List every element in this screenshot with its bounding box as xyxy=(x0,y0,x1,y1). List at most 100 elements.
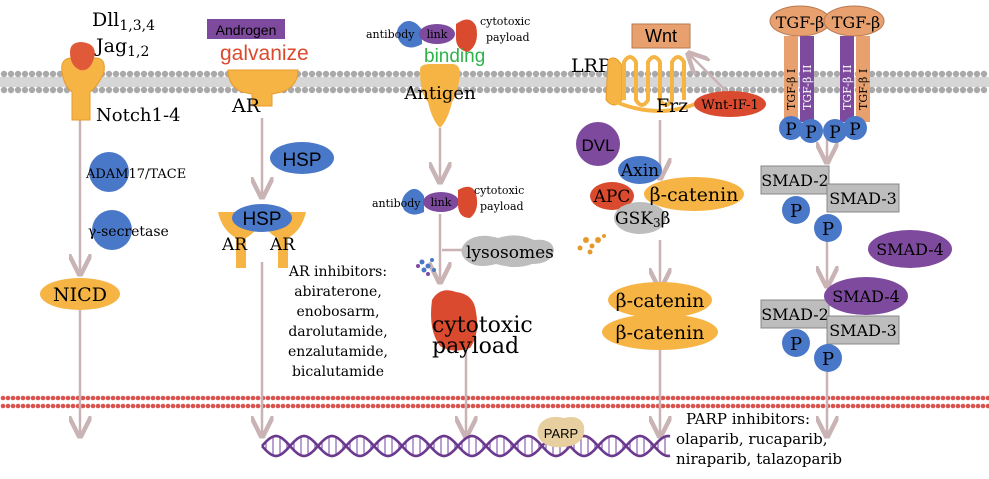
tgf-ligand-right-label: TGF-β xyxy=(832,13,881,32)
tgf-receptor-ii-right xyxy=(840,36,854,122)
ar-inhibitors-title: AR inhibitors: xyxy=(288,264,387,280)
payload-shape-top xyxy=(456,19,477,53)
smad3-phosphate-nuclear xyxy=(814,344,842,372)
complex-catenin-label: β-catenin xyxy=(650,184,739,206)
svg-text:P: P xyxy=(805,123,816,143)
wnt-inhibitor-label: Wnt-IF-1 xyxy=(701,98,759,113)
released-payload-label-2: payload xyxy=(432,334,519,359)
smad4-node xyxy=(868,230,952,268)
wnt-inhibitor-arrow xyxy=(690,55,731,96)
frz-label: Frz xyxy=(656,95,688,117)
smad3-phosphate xyxy=(814,214,842,242)
catenin-label-2: β-catenin xyxy=(616,322,705,344)
wnt-inhibitor-node xyxy=(694,91,766,117)
parp-inhibitor-1: olaparib, rucaparib, xyxy=(676,430,827,448)
tgf-receptor-ii-right-label: TGF-β II xyxy=(841,64,854,110)
released-payload-shape xyxy=(431,290,478,351)
smad2-label: SMAD-2 xyxy=(761,171,829,190)
smad2-label-nuclear: SMAD-2 xyxy=(761,305,829,324)
galvanize-label: galvanize xyxy=(220,42,309,65)
antigen-label: Antigen xyxy=(403,83,476,104)
notch-ligand-shape xyxy=(70,42,95,71)
antibody-shape-top xyxy=(396,21,422,48)
parp-shape xyxy=(537,416,585,448)
androgen-box xyxy=(207,19,285,39)
hsp-complex-node xyxy=(232,204,292,232)
tgf-receptor-ii-left xyxy=(800,36,814,122)
link-node-top xyxy=(419,24,455,44)
ar-dimer-left-label: AR xyxy=(221,235,248,255)
gamma-secretase-enzyme xyxy=(92,210,132,250)
svg-text:P: P xyxy=(785,120,796,140)
smad3-label: SMAD-3 xyxy=(829,189,897,208)
smad4-label: SMAD-4 xyxy=(876,240,944,259)
frizzled-receptor xyxy=(622,55,686,107)
smad2-box xyxy=(760,165,830,195)
dna-helix xyxy=(261,434,671,458)
parp-section: PARP PARP inhibitors: olaparib, rucapari… xyxy=(537,410,842,468)
lrp-label: LRP xyxy=(571,55,611,77)
smad3-phosphate-label: P xyxy=(822,219,834,240)
catenin-node-2 xyxy=(602,314,718,350)
smad3-box-nuclear xyxy=(826,315,900,345)
parp-inhibitor-2: niraparib, talazoparib xyxy=(676,450,842,468)
tgf-pathway: TGF-β TGF-β TGF-β I TGF-β II TGF-β II TG… xyxy=(760,5,952,372)
antibody-shape-mid xyxy=(402,188,424,215)
payload-shape-mid xyxy=(458,186,478,218)
antigen-shape xyxy=(420,64,460,128)
link-label-mid: link xyxy=(431,196,452,209)
apc-label: APC xyxy=(593,187,631,207)
dvl-node xyxy=(576,122,620,166)
gsk3b-node xyxy=(614,202,666,234)
lysosome-label: lysosomes xyxy=(466,243,554,263)
wnt-label: Wnt xyxy=(645,26,677,46)
ar-inhibitor-4: enzalutamide, xyxy=(288,344,388,360)
androgen-label: Androgen xyxy=(216,22,277,38)
binding-label: binding xyxy=(424,46,485,67)
smad4-label-nuclear: SMAD-4 xyxy=(832,287,900,306)
smad2-phosphate xyxy=(782,196,810,224)
catenin-label-1: β-catenin xyxy=(616,290,705,312)
smad2-phosphate-nuclear-label: P xyxy=(790,334,802,355)
receptor-phosphates: P P P P xyxy=(779,116,867,143)
tgf-receptor-i-right xyxy=(856,36,870,122)
svg-text:P: P xyxy=(829,123,840,143)
payload-label-mid-2: payload xyxy=(480,200,524,213)
payload-label-mid-1: cytotoxic xyxy=(474,184,524,197)
smad2-phosphate-label: P xyxy=(790,201,802,222)
adc-pathway: antibody link cytotoxic payload binding … xyxy=(366,15,554,359)
ar-receptor-label: AR xyxy=(231,95,261,117)
ar-receptor-shape xyxy=(227,69,299,107)
tgf-ligand-left-label: TGF-β xyxy=(776,13,825,32)
smad3-label-nuclear: SMAD-3 xyxy=(829,321,897,340)
smad3-phosphate-nuclear-label: P xyxy=(822,349,834,370)
frizzled-base xyxy=(616,100,700,113)
lysosome-shape xyxy=(461,235,554,267)
complex-catenin-node xyxy=(644,177,744,211)
smad2-box-nuclear xyxy=(760,299,830,329)
gsk3b-label: GSK3β xyxy=(615,209,670,230)
hsp-label: HSP xyxy=(282,150,321,171)
notch-receptor-shape xyxy=(61,57,105,121)
adam17-label: ADAM17/TACE xyxy=(85,167,186,182)
nicd-label: NICD xyxy=(53,284,107,306)
ar-inhibitor-5: bicalutamide xyxy=(292,364,384,380)
tgf-receptor-i-right-label: TGF-β I xyxy=(857,69,870,110)
parp-inhibitors-title: PARP inhibitors: xyxy=(686,410,810,428)
svg-text:P: P xyxy=(849,120,860,140)
gamma-secretase-label: γ-secretase xyxy=(88,224,169,240)
nuclear-membrane xyxy=(0,395,989,409)
axin-node xyxy=(618,156,662,184)
ar-dimer-right-label: AR xyxy=(269,235,296,255)
payload-label-top-1: cytotoxic xyxy=(480,15,530,28)
tgf-receptor-i-left xyxy=(784,36,798,122)
payload-label-top-2: payload xyxy=(486,31,530,44)
notch-ligand-label: Dll1,3,4 xyxy=(92,9,155,34)
smad4-node-nuclear xyxy=(824,277,908,315)
ar-inhibitor-2: enobosarm, xyxy=(296,304,379,320)
parp-label: PARP xyxy=(544,426,578,441)
released-payload-label-1: cytotoxic xyxy=(432,313,533,338)
link-node-mid xyxy=(423,192,459,212)
ar-inhibitor-1: abiraterone, xyxy=(294,284,382,300)
